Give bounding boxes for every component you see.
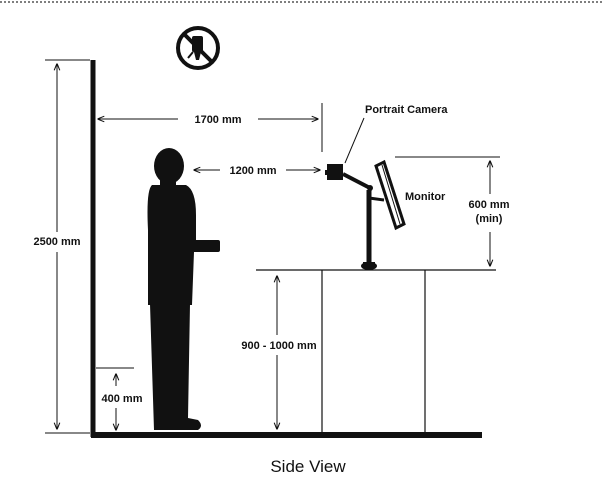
monitor-height-note: (min) xyxy=(476,213,503,225)
lower-wall-dimension xyxy=(96,367,134,430)
total-distance-dimension xyxy=(98,103,323,152)
portrait-camera xyxy=(325,164,373,191)
counter xyxy=(256,269,496,432)
monitor-height-dimension xyxy=(395,156,500,266)
wall-height-dimension xyxy=(45,59,90,434)
total-distance-label: 1700 mm xyxy=(194,114,241,126)
monitor-height-label: 600 mm xyxy=(469,199,510,211)
subject-distance-label: 1200 mm xyxy=(229,165,276,177)
counter-height-label: 900 - 1000 mm xyxy=(241,340,316,352)
person-silhouette xyxy=(147,148,220,430)
no-flash-icon xyxy=(176,26,220,70)
monitor xyxy=(374,159,406,231)
caption: Side View xyxy=(270,457,346,476)
wall-height-label: 2500 mm xyxy=(33,236,80,248)
camera-pointer xyxy=(344,117,365,164)
monitor-stand xyxy=(361,190,385,270)
lower-wall-label: 400 mm xyxy=(102,393,143,405)
portrait-camera-label: Portrait Camera xyxy=(365,104,448,116)
monitor-label: Monitor xyxy=(405,191,446,203)
